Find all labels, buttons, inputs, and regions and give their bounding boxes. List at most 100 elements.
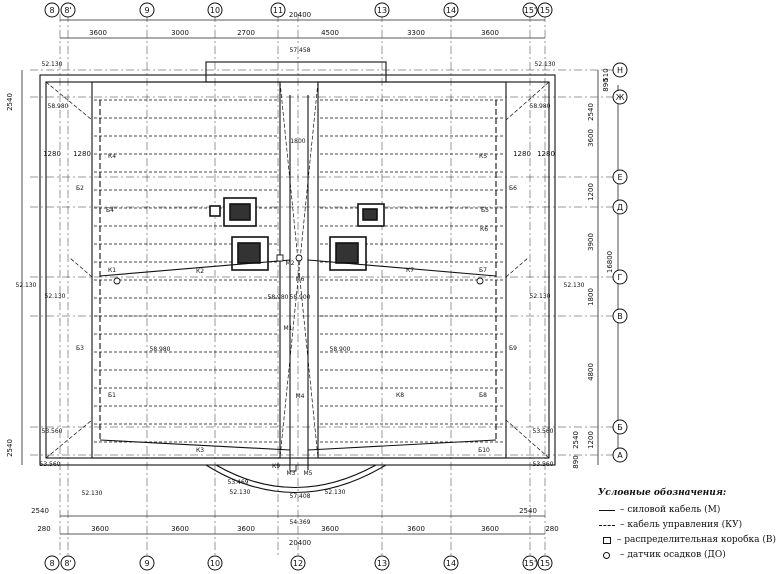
dimension-bottom: 280 [37,525,50,533]
elevation-mark: 52.130 [42,61,63,68]
circle-icon [598,550,616,560]
cable-label: Б10 [478,447,490,454]
axis-label-top: 10 [210,6,220,15]
cable-label: К7 [406,267,414,274]
cable-label: Б5 [481,207,489,214]
elevation-mark: 52.130 [230,489,251,496]
dimension-bottom: 3600 [407,525,425,533]
elevation-mark: 53.560 [533,461,554,468]
legend-item-control-cable: – кабель управления (КУ) [598,517,776,532]
axis-label-bottom: 8 [49,559,54,568]
elevation-mark: 54.369 [290,519,311,526]
elevation-mark: 1800 [290,138,305,145]
elevation-mark: 53.560 [42,428,63,435]
elevation-mark: 53.560 [533,428,554,435]
axis-label-bottom: 15' [524,559,536,568]
dimension-right: 3900 [587,233,595,251]
dimension-bottom: 3600 [171,525,189,533]
cable-label: Б9 [509,345,517,352]
axis-label-top: 13 [377,6,387,15]
dimension-left: 2540 [6,439,14,457]
dimension-top: 3300 [407,29,425,37]
cable-label: М5 [304,470,313,477]
axis-label-bottom: 9 [144,559,149,568]
axis-label-right: Б [617,423,623,432]
cable-label: К4 [108,153,116,160]
cable-label: Б6 [509,185,517,192]
legend: Условные обозначения: – силовой кабель (… [598,488,776,562]
roof-hatching [94,99,504,443]
dimension-bottom: 280 [545,525,558,533]
dimension-right: 510 [602,68,610,81]
dimension-bottom: 3600 [91,525,109,533]
axis-label-right: Е [617,173,622,182]
axis-label-top: 15' [524,6,536,15]
dashed-line-icon [598,520,616,530]
axis-label-top: 14 [446,6,456,15]
axis-bubbles [44,2,628,571]
dimension-right: 890 [572,455,580,468]
elevation-mark: 58.980 [530,103,551,110]
dimension-inner-left: 1280 [73,150,91,158]
axis-label-top: 8' [64,6,71,15]
dimension-top: 3600 [89,29,107,37]
dimension-left: 2540 [6,93,14,111]
legend-item-precipitation-sensor: – датчик осадков (ДО) [598,547,776,562]
chimneys [209,197,385,271]
dimension-inner-right: 1280 [513,150,531,158]
cable-label: Б2 [76,185,84,192]
axis-label-bottom: 14 [446,559,456,568]
cable-label: К2 [196,268,204,275]
dimension-right: 890 [602,78,610,91]
axis-label-bottom: 15 [540,559,550,568]
legend-item-power-cable: – силовой кабель (М) [598,502,776,517]
elevation-mark: 52.130 [82,490,103,497]
valley-lines [45,81,550,459]
dimension-right: 1800 [587,288,595,306]
axis-label-bottom: 8' [64,559,71,568]
axis-label-top: 11 [273,6,283,15]
axis-label-right: Д [617,203,623,212]
cable-label: Б4 [106,207,114,214]
cable-label: К3 [196,447,204,454]
elevation-mark: 52.130 [16,282,37,289]
axis-label-right: Г [618,273,623,282]
elevation-mark: 53.560 [40,461,61,468]
legend-title: Условные обозначения: [598,488,727,498]
dimension-right: 4800 [587,363,595,381]
elevation-mark: 58.900 [290,294,311,301]
cable-runs [99,95,497,470]
legend-text: – силовой кабель (М) [620,504,721,515]
legend-item-junction-box: – распределительная коробка (В) [598,532,776,547]
cable-label: М4 [296,393,305,400]
cable-label: Б7 [479,267,487,274]
grid-axis-lines [30,14,620,555]
dimension-right: 1200 [587,431,595,449]
elevation-mark: 58.980 [150,346,171,353]
dimension-right: 1200 [587,183,595,201]
dimension-top: 2700 [237,29,255,37]
cable-label: К9 [272,463,280,470]
dimension-right: 2540 [572,431,580,449]
axis-label-right: А [617,451,623,460]
elevation-mark: 52.130 [530,293,551,300]
cable-label: К6 [480,226,488,233]
dimension-bottom: 3600 [237,525,255,533]
cable-label: К1 [108,267,116,274]
sensors [113,254,484,472]
dimension-right: 2540 [587,103,595,121]
cable-label: М2 [286,260,295,267]
cable-label: К8 [396,392,404,399]
axis-label-top: 8 [49,6,54,15]
dimension-inner-left: 1280 [43,150,61,158]
elevation-mark: 58.900 [330,346,351,353]
elevation-mark: 52.130 [45,293,66,300]
cable-label: М3 [287,470,296,477]
elevation-mark: 58.980 [268,294,289,301]
axis-label-bottom: 10 [210,559,220,568]
cable-label: Б3 [76,345,84,352]
elevation-mark: 57.408 [290,493,311,500]
cable-label: К5 [479,153,487,160]
